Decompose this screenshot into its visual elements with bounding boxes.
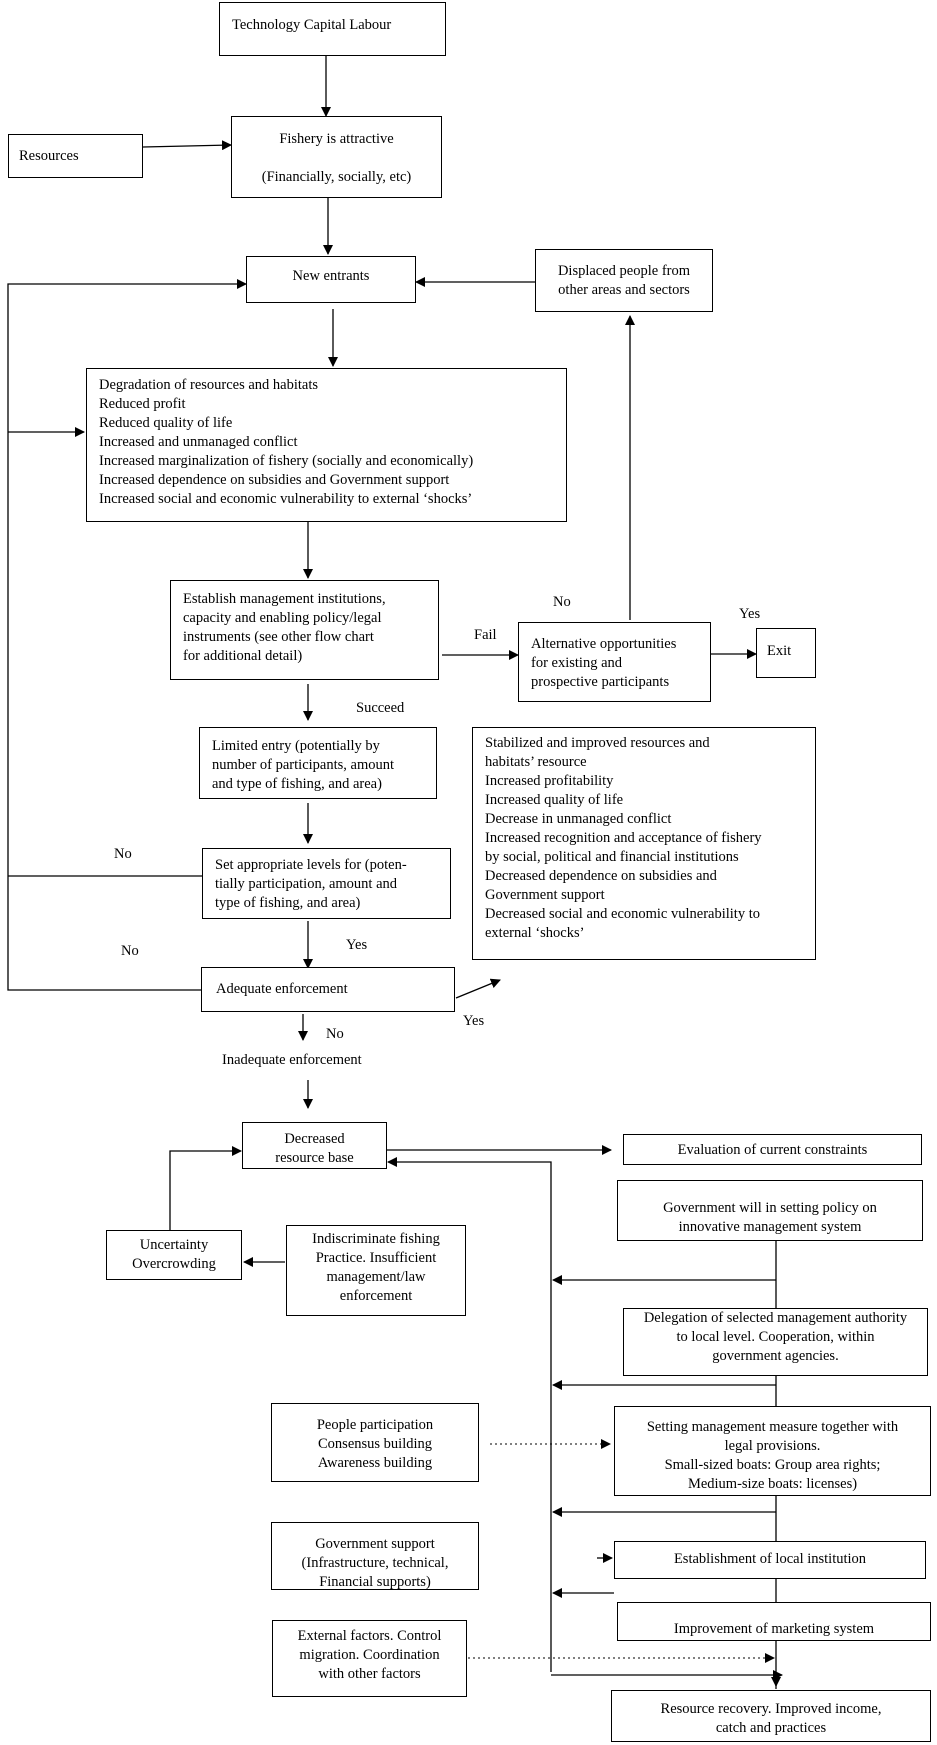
indiscriminate-box: Indiscriminate fishing Practice. Insuffi… (286, 1225, 466, 1316)
alternative-opportunities-text: Alternative opportunities for existing a… (531, 636, 677, 690)
fishery-attractive-box: Fishery is attractive (Financially, soci… (231, 116, 442, 198)
uncertainty-box: Uncertainty Overcrowding (106, 1230, 242, 1280)
edge-label-yes-adequate: Yes (463, 1013, 485, 1029)
edge-left-loop (7, 279, 247, 991)
edge-uncertainty-to-decreased (169, 1146, 242, 1230)
edge-label-yes-levels: Yes (346, 937, 368, 953)
decreased-resource-box: Decreased resource base (242, 1122, 387, 1169)
stabilized-box: Stabilized and improved resources and ha… (472, 727, 816, 960)
setting-management-box: Setting management measure together with… (614, 1406, 931, 1496)
establish-management-box: Establish management institutions, capac… (170, 580, 439, 680)
local-institution-box: Establishment of local institution (614, 1541, 926, 1579)
government-support-box: Government support (Infrastructure, tech… (271, 1522, 479, 1590)
uncertainty-text: Uncertainty Overcrowding (132, 1237, 216, 1272)
establish-management-text: Establish management institutions, capac… (183, 591, 386, 664)
stabilized-text: Stabilized and improved resources and ha… (485, 735, 762, 941)
adequate-enforcement-box: Adequate enforcement (201, 967, 455, 1012)
edge-resources-to-fishery (142, 140, 232, 151)
people-participation-box: People participation Consensus building … (271, 1403, 479, 1482)
edge-label-yes-exit: Yes (739, 606, 761, 622)
setting-management-text: Setting management measure together with… (646, 1419, 899, 1492)
resources-text: Resources (19, 148, 79, 164)
government-will-box: Government will in setting policy on inn… (617, 1180, 923, 1241)
evaluation-text: Evaluation of current constraints (677, 1142, 868, 1158)
displaced-people-box: Displaced people from other areas and se… (535, 249, 713, 312)
local-institution-text: Establishment of local institution (673, 1551, 867, 1567)
limited-entry-text: Limited entry (potentially by number of … (212, 738, 395, 792)
government-will-text: Government will in setting policy on inn… (663, 1200, 877, 1235)
resource-recovery-box: Resource recovery. Improved income, catc… (611, 1690, 931, 1742)
alternative-opportunities-box: Alternative opportunities for existing a… (518, 622, 711, 702)
external-factors-text: External factors. Control migration. Coo… (297, 1628, 442, 1682)
new-entrants-text: New entrants (292, 268, 370, 284)
limited-entry-box: Limited entry (potentially by number of … (199, 727, 437, 799)
edge-label-no-adequate: No (326, 1026, 344, 1042)
decreased-resource-text: Decreased resource base (275, 1131, 354, 1166)
edge-label-fail: Fail (474, 627, 497, 643)
inadequate-enforcement-label: Inadequate enforcement (222, 1052, 362, 1068)
edge-label-no-levels: No (114, 846, 132, 862)
tech-capital-labour-text: Technology Capital Labour (232, 17, 392, 33)
edge-label-succeed: Succeed (356, 700, 405, 716)
external-factors-box: External factors. Control migration. Coo… (272, 1620, 467, 1697)
edge-return-to-decreased (387, 1157, 552, 1672)
exit-text: Exit (767, 643, 792, 659)
edge-label-no-enforcement-loop: No (121, 943, 139, 959)
edge-label-no-alt: No (553, 594, 571, 610)
edge-enforcement-yes-stabilized (455, 978, 501, 999)
degradation-text: Degradation of resources and habitats Re… (99, 377, 474, 507)
tech-capital-labour-box: Technology Capital Labour (219, 2, 446, 56)
resource-recovery-text: Resource recovery. Improved income, catc… (660, 1701, 882, 1736)
displaced-people-text: Displaced people from other areas and se… (557, 263, 691, 298)
improvement-marketing-box: Improvement of marketing system (617, 1602, 931, 1641)
set-levels-box: Set appropriate levels for (poten- tiall… (202, 848, 451, 919)
improvement-marketing-text: Improvement of marketing system (673, 1621, 875, 1637)
resources-box: Resources (8, 134, 143, 178)
delegation-text: Delegation of selected management author… (643, 1310, 908, 1364)
evaluation-box: Evaluation of current constraints (623, 1134, 922, 1165)
set-levels-text: Set appropriate levels for (poten- tiall… (215, 857, 407, 911)
new-entrants-box: New entrants (246, 256, 416, 303)
fishery-attractive-text: Fishery is attractive (Financially, soci… (261, 131, 412, 185)
government-support-text: Government support (Infrastructure, tech… (301, 1536, 449, 1590)
exit-box: Exit (756, 628, 816, 678)
adequate-enforcement-text: Adequate enforcement (216, 981, 348, 997)
indiscriminate-text: Indiscriminate fishing Practice. Insuffi… (312, 1231, 440, 1304)
delegation-box: Delegation of selected management author… (623, 1308, 928, 1376)
degradation-box: Degradation of resources and habitats Re… (86, 368, 567, 522)
people-participation-text: People participation Consensus building … (316, 1417, 434, 1471)
